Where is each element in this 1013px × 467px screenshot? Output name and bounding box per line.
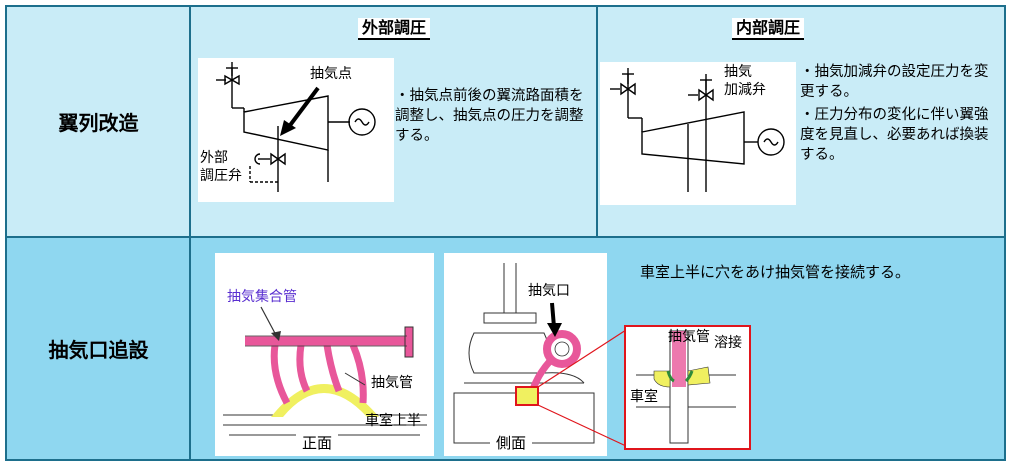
column-title-external: 外部調圧: [358, 18, 431, 40]
row-label-blade-mod: 翼列改造: [58, 111, 139, 135]
internal-description-1: ・抽気加減弁の設定圧力を変更する。: [800, 64, 989, 100]
extraction-point-label: 抽気点: [310, 66, 352, 82]
port-description: 車室上半に穴をあけ抽気管を接続する。: [640, 263, 911, 281]
front-pipe-label: 抽気管: [371, 375, 413, 391]
row-header-cell-2: [7, 238, 191, 459]
detail-pipe-label: 抽気管: [668, 329, 710, 345]
side-view-drawing: 抽気口: [444, 253, 607, 456]
column-title-internal: 内部調圧: [732, 18, 805, 40]
side-view-svg: [453, 263, 595, 444]
internal-valve-label-2: 加減弁: [724, 82, 766, 98]
detail-casing-label: 車室: [630, 389, 658, 405]
front-view-drawing: 抽気集合管 抽気管 車室上半: [215, 253, 434, 456]
extraction-port-label: 抽気口: [528, 283, 570, 299]
casing-upper-label: 車室上半: [365, 413, 421, 429]
external-description: ・抽気点前後の翼流路面積を調整し、抽気点の圧力を調整する。: [395, 88, 584, 144]
external-valve-label-2: 調圧弁: [200, 168, 242, 184]
row-header-cell-1: [7, 7, 191, 238]
weld-detail-svg: [636, 330, 736, 444]
internal-description-2: ・圧力分布の変化に伴い翼強度を見直し、必要あれば換装する。: [800, 107, 989, 163]
internal-valve-label-1: 抽気: [724, 64, 752, 80]
external-turbine-diagram: 抽気点 外部 調圧弁: [198, 58, 394, 202]
header-pipe-label: 抽気集合管: [227, 289, 297, 305]
side-view-caption: 側面: [490, 434, 533, 452]
front-view-caption: 正面: [296, 434, 339, 452]
internal-turbine-svg: [610, 68, 785, 192]
front-view-svg: [223, 306, 427, 436]
weld-detail-drawing: 抽気管 溶接 車室: [624, 325, 751, 450]
weld-label: 溶接: [714, 335, 742, 351]
internal-turbine-diagram: 抽気 加減弁: [600, 62, 796, 205]
external-turbine-svg: [216, 62, 376, 192]
external-valve-label-1: 外部: [200, 150, 228, 166]
row-label-port-add: 抽気口追設: [48, 338, 149, 362]
